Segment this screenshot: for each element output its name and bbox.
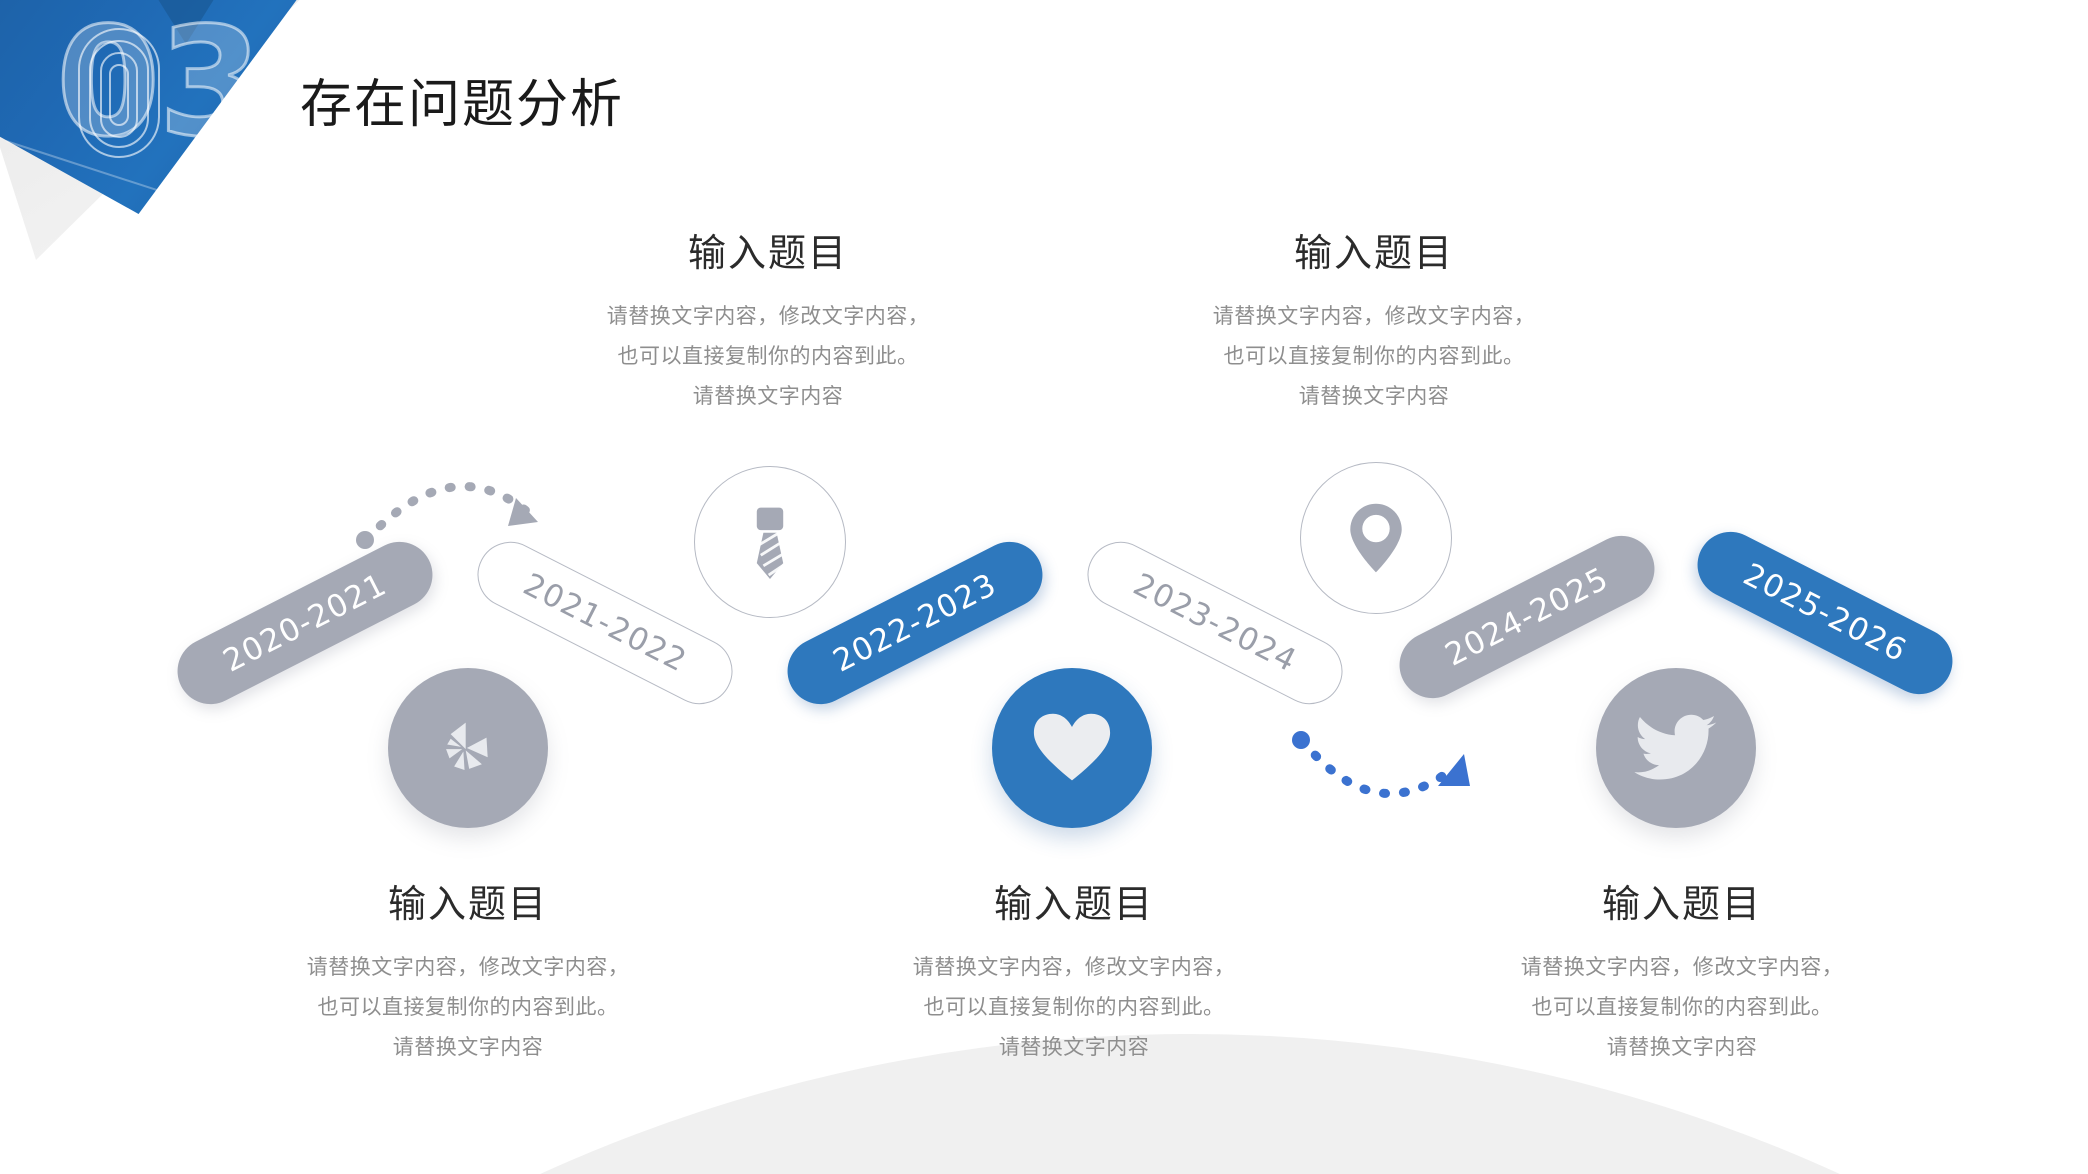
yelp-icon <box>446 722 488 770</box>
text-block-line: 请替换文字内容 <box>1298 385 1450 408</box>
text-block-line: 也可以直接复制你的内容到此。 <box>1223 345 1525 368</box>
text-block-heading: 输入题目 <box>993 884 1154 926</box>
text-block-heading: 输入题目 <box>1601 884 1762 926</box>
text-block-top-1: 输入题目 请替换文字内容，修改文字内容， 也可以直接复制你的内容到此。 请替换文… <box>558 222 978 417</box>
text-block-bottom-3: 输入题目 请替换文字内容，修改文字内容， 也可以直接复制你的内容到此。 请替换文… <box>1472 873 1892 1068</box>
timeline-pill-label: 2025-2026 <box>1737 556 1913 670</box>
timeline-node-heart[interactable] <box>992 668 1152 828</box>
timeline-pill-label: 2024-2025 <box>1439 560 1615 674</box>
timeline-pill-2025-2026[interactable]: 2025-2026 <box>1686 520 1964 706</box>
text-block-line: 也可以直接复制你的内容到此。 <box>317 996 619 1019</box>
text-block-line: 请替换文字内容，修改文字内容， <box>912 956 1236 979</box>
text-block-line: 请替换文字内容 <box>392 1036 544 1059</box>
timeline-pill-2020-2021[interactable]: 2020-2021 <box>166 530 444 716</box>
heart-icon <box>1033 713 1111 781</box>
dotted-arrow-gray <box>356 481 538 549</box>
text-block-line: 也可以直接复制你的内容到此。 <box>617 345 919 368</box>
twitter-icon <box>1634 714 1717 780</box>
text-block-heading: 输入题目 <box>1293 233 1454 275</box>
text-block-heading: 输入题目 <box>387 884 548 926</box>
fingerprint-icon <box>78 28 162 160</box>
page-title: 存在问题分析 <box>300 76 625 134</box>
text-block-line: 请替换文字内容，修改文字内容， <box>306 956 630 979</box>
text-block-bottom-2: 输入题目 请替换文字内容，修改文字内容， 也可以直接复制你的内容到此。 请替换文… <box>864 873 1284 1068</box>
text-block-line: 也可以直接复制你的内容到此。 <box>923 996 1225 1019</box>
necktie-icon <box>756 507 786 579</box>
text-block-bottom-1: 输入题目 请替换文字内容，修改文字内容， 也可以直接复制你的内容到此。 请替换文… <box>258 873 678 1068</box>
map-pin-icon <box>1350 503 1402 573</box>
text-block-heading: 输入题目 <box>687 233 848 275</box>
timeline-node-twitter[interactable] <box>1596 668 1756 828</box>
text-block-line: 请替换文字内容，修改文字内容， <box>606 305 930 328</box>
text-block-top-2: 输入题目 请替换文字内容，修改文字内容， 也可以直接复制你的内容到此。 请替换文… <box>1164 222 1584 417</box>
text-block-line: 请替换文字内容 <box>998 1036 1150 1059</box>
dotted-arrow-blue <box>1292 731 1470 799</box>
text-block-line: 请替换文字内容，修改文字内容， <box>1212 305 1536 328</box>
text-block-line: 请替换文字内容，修改文字内容， <box>1520 956 1844 979</box>
timeline-node-map-pin[interactable] <box>1300 462 1452 614</box>
timeline-node-necktie[interactable] <box>694 466 846 618</box>
timeline-pill-label: 2021-2022 <box>517 566 693 680</box>
timeline-pill-label: 2022-2023 <box>827 566 1003 680</box>
timeline-pill-label: 2023-2024 <box>1127 566 1303 680</box>
text-block-line: 也可以直接复制你的内容到此。 <box>1531 996 1833 1019</box>
corner-badge: 03 03 <box>0 0 340 260</box>
timeline-pill-label: 2020-2021 <box>217 566 393 680</box>
timeline-node-yelp[interactable] <box>388 668 548 828</box>
text-block-line: 请替换文字内容 <box>1606 1036 1758 1059</box>
text-block-line: 请替换文字内容 <box>692 385 844 408</box>
